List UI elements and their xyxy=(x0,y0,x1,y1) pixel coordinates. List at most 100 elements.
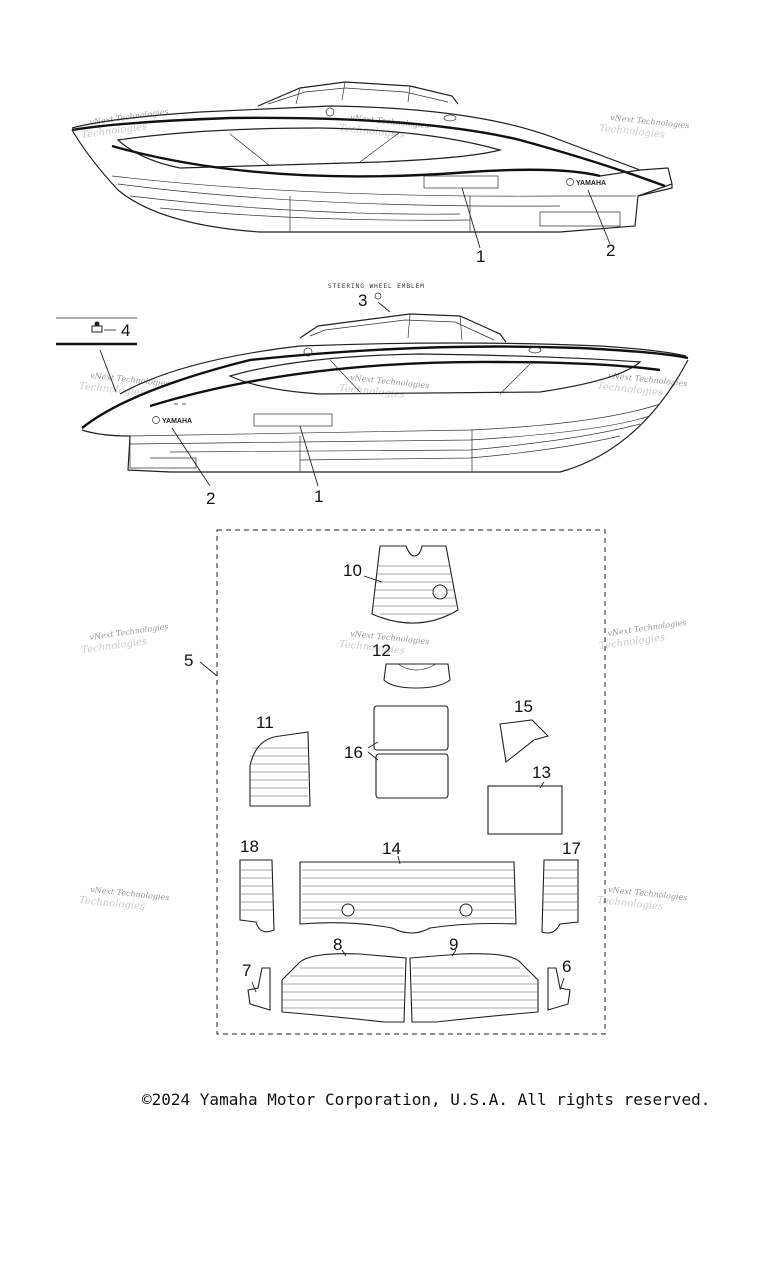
windshield-frame xyxy=(299,313,507,343)
boat-bottom-view: YAMAHA 2 1 xyxy=(81,313,689,508)
deck-line xyxy=(71,105,641,171)
cupholder-cutout xyxy=(341,903,355,917)
cockpit-detail xyxy=(329,359,531,395)
yamaha-decal: YAMAHA xyxy=(576,180,606,187)
mat-16-lower xyxy=(375,753,449,799)
hull-chine-2 xyxy=(129,415,651,445)
side-decal-1 xyxy=(253,413,333,427)
hull-accent-stripe xyxy=(111,144,601,178)
mat-11-outline xyxy=(249,731,311,807)
windshield-posts xyxy=(407,313,463,341)
part-4-icon xyxy=(91,325,103,333)
leader-3 xyxy=(377,301,391,313)
rub-rail xyxy=(71,116,666,188)
windshield-frame xyxy=(257,81,459,107)
mat-12-outline xyxy=(383,663,451,689)
mat-8: 8 xyxy=(281,935,407,1023)
leader-8 xyxy=(341,949,347,957)
steering-wheel-emblem-group: STEERING WHEEL EMBLEM 3 xyxy=(328,283,424,313)
callout-12: 12 xyxy=(372,641,391,660)
cockpit-opening xyxy=(228,353,642,395)
mat-10-outline xyxy=(371,545,459,624)
leader-7 xyxy=(251,981,257,993)
leader-1-bottom xyxy=(299,425,319,487)
mat-7-outline xyxy=(247,967,271,1011)
cleat xyxy=(528,346,542,354)
part-4-head xyxy=(94,321,100,327)
leader-4-pointer xyxy=(99,349,117,393)
boat-top-view: YAMAHA 1 2 xyxy=(71,81,673,266)
emblem-icon xyxy=(374,292,382,300)
mat-8-outline xyxy=(281,953,407,1023)
mat-17-outline xyxy=(541,859,579,934)
leader-14 xyxy=(397,855,401,865)
rub-rail xyxy=(81,345,689,429)
mat-15-outline xyxy=(499,719,550,764)
leader-2-bottom xyxy=(171,427,211,487)
mat-16: 16 xyxy=(344,705,449,799)
mat-16-upper xyxy=(373,705,449,751)
mat-9: 9 xyxy=(409,935,539,1023)
mat-12: 12 xyxy=(372,641,451,689)
mat-14-outline xyxy=(299,861,517,934)
deck-line xyxy=(119,342,687,395)
callout-8: 8 xyxy=(333,935,342,954)
callout-2-bottom: 2 xyxy=(206,489,215,508)
cockpit-opening xyxy=(116,127,503,169)
cupholder-cutout xyxy=(459,903,473,917)
callout-2: 2 xyxy=(606,241,615,260)
mat-6-outline xyxy=(547,967,571,1011)
callout-4: 4 xyxy=(121,321,130,340)
mat-14: 14 xyxy=(299,839,517,934)
hull-chine-4 xyxy=(159,207,471,221)
leader-1-top xyxy=(461,187,481,249)
mat-kit-outline xyxy=(216,529,606,1035)
leader-5 xyxy=(199,661,218,677)
cleat xyxy=(443,114,457,122)
yamaha-decal: YAMAHA xyxy=(162,418,192,425)
hull-chine-2 xyxy=(117,183,561,207)
callout-18: 18 xyxy=(240,837,259,856)
leader-2-top xyxy=(587,189,611,245)
hull-chine-1 xyxy=(111,175,636,197)
leader-16 xyxy=(367,741,379,761)
mat-17: 17 xyxy=(541,839,581,934)
mat-13-outline xyxy=(487,785,563,835)
callout-14: 14 xyxy=(382,839,401,858)
windshield-posts xyxy=(295,81,411,105)
windshield-glass xyxy=(267,87,449,105)
mat-18-outline xyxy=(239,859,275,933)
callout-13: 13 xyxy=(532,763,551,782)
mat-10: 10 xyxy=(343,545,459,624)
hull-accent-stripe xyxy=(149,360,661,408)
callout-6: 6 xyxy=(562,957,571,976)
callout-5: 5 xyxy=(184,651,193,670)
mat-7: 7 xyxy=(242,961,271,1011)
leader-10 xyxy=(363,575,383,583)
part-4-inset: 4 xyxy=(56,317,137,393)
cupholder-cutout xyxy=(432,584,448,600)
mat-12-notch xyxy=(397,663,437,671)
leader-13 xyxy=(539,781,545,789)
mat-15: 15 xyxy=(499,697,550,764)
hull-chine-3 xyxy=(169,423,641,453)
mat-18: 18 xyxy=(239,837,275,933)
hull-chine-1 xyxy=(129,403,661,437)
leader-9 xyxy=(451,949,457,957)
callout-15: 15 xyxy=(514,697,533,716)
yamaha-logo-icon xyxy=(566,178,574,186)
callout-11: 11 xyxy=(256,713,274,732)
callout-10: 10 xyxy=(343,561,362,580)
callout-1: 1 xyxy=(476,247,485,266)
callout-9: 9 xyxy=(449,935,458,954)
yamaha-logo-icon xyxy=(152,416,160,424)
hull-seams xyxy=(299,430,473,472)
callout-17: 17 xyxy=(562,839,581,858)
mat-13: 13 xyxy=(487,763,563,835)
mat-kit: 5 10 12 16 xyxy=(184,529,606,1035)
leader-6 xyxy=(559,977,565,991)
swim-step xyxy=(129,440,197,469)
swim-step xyxy=(539,211,621,227)
mat-11: 11 xyxy=(249,713,311,807)
